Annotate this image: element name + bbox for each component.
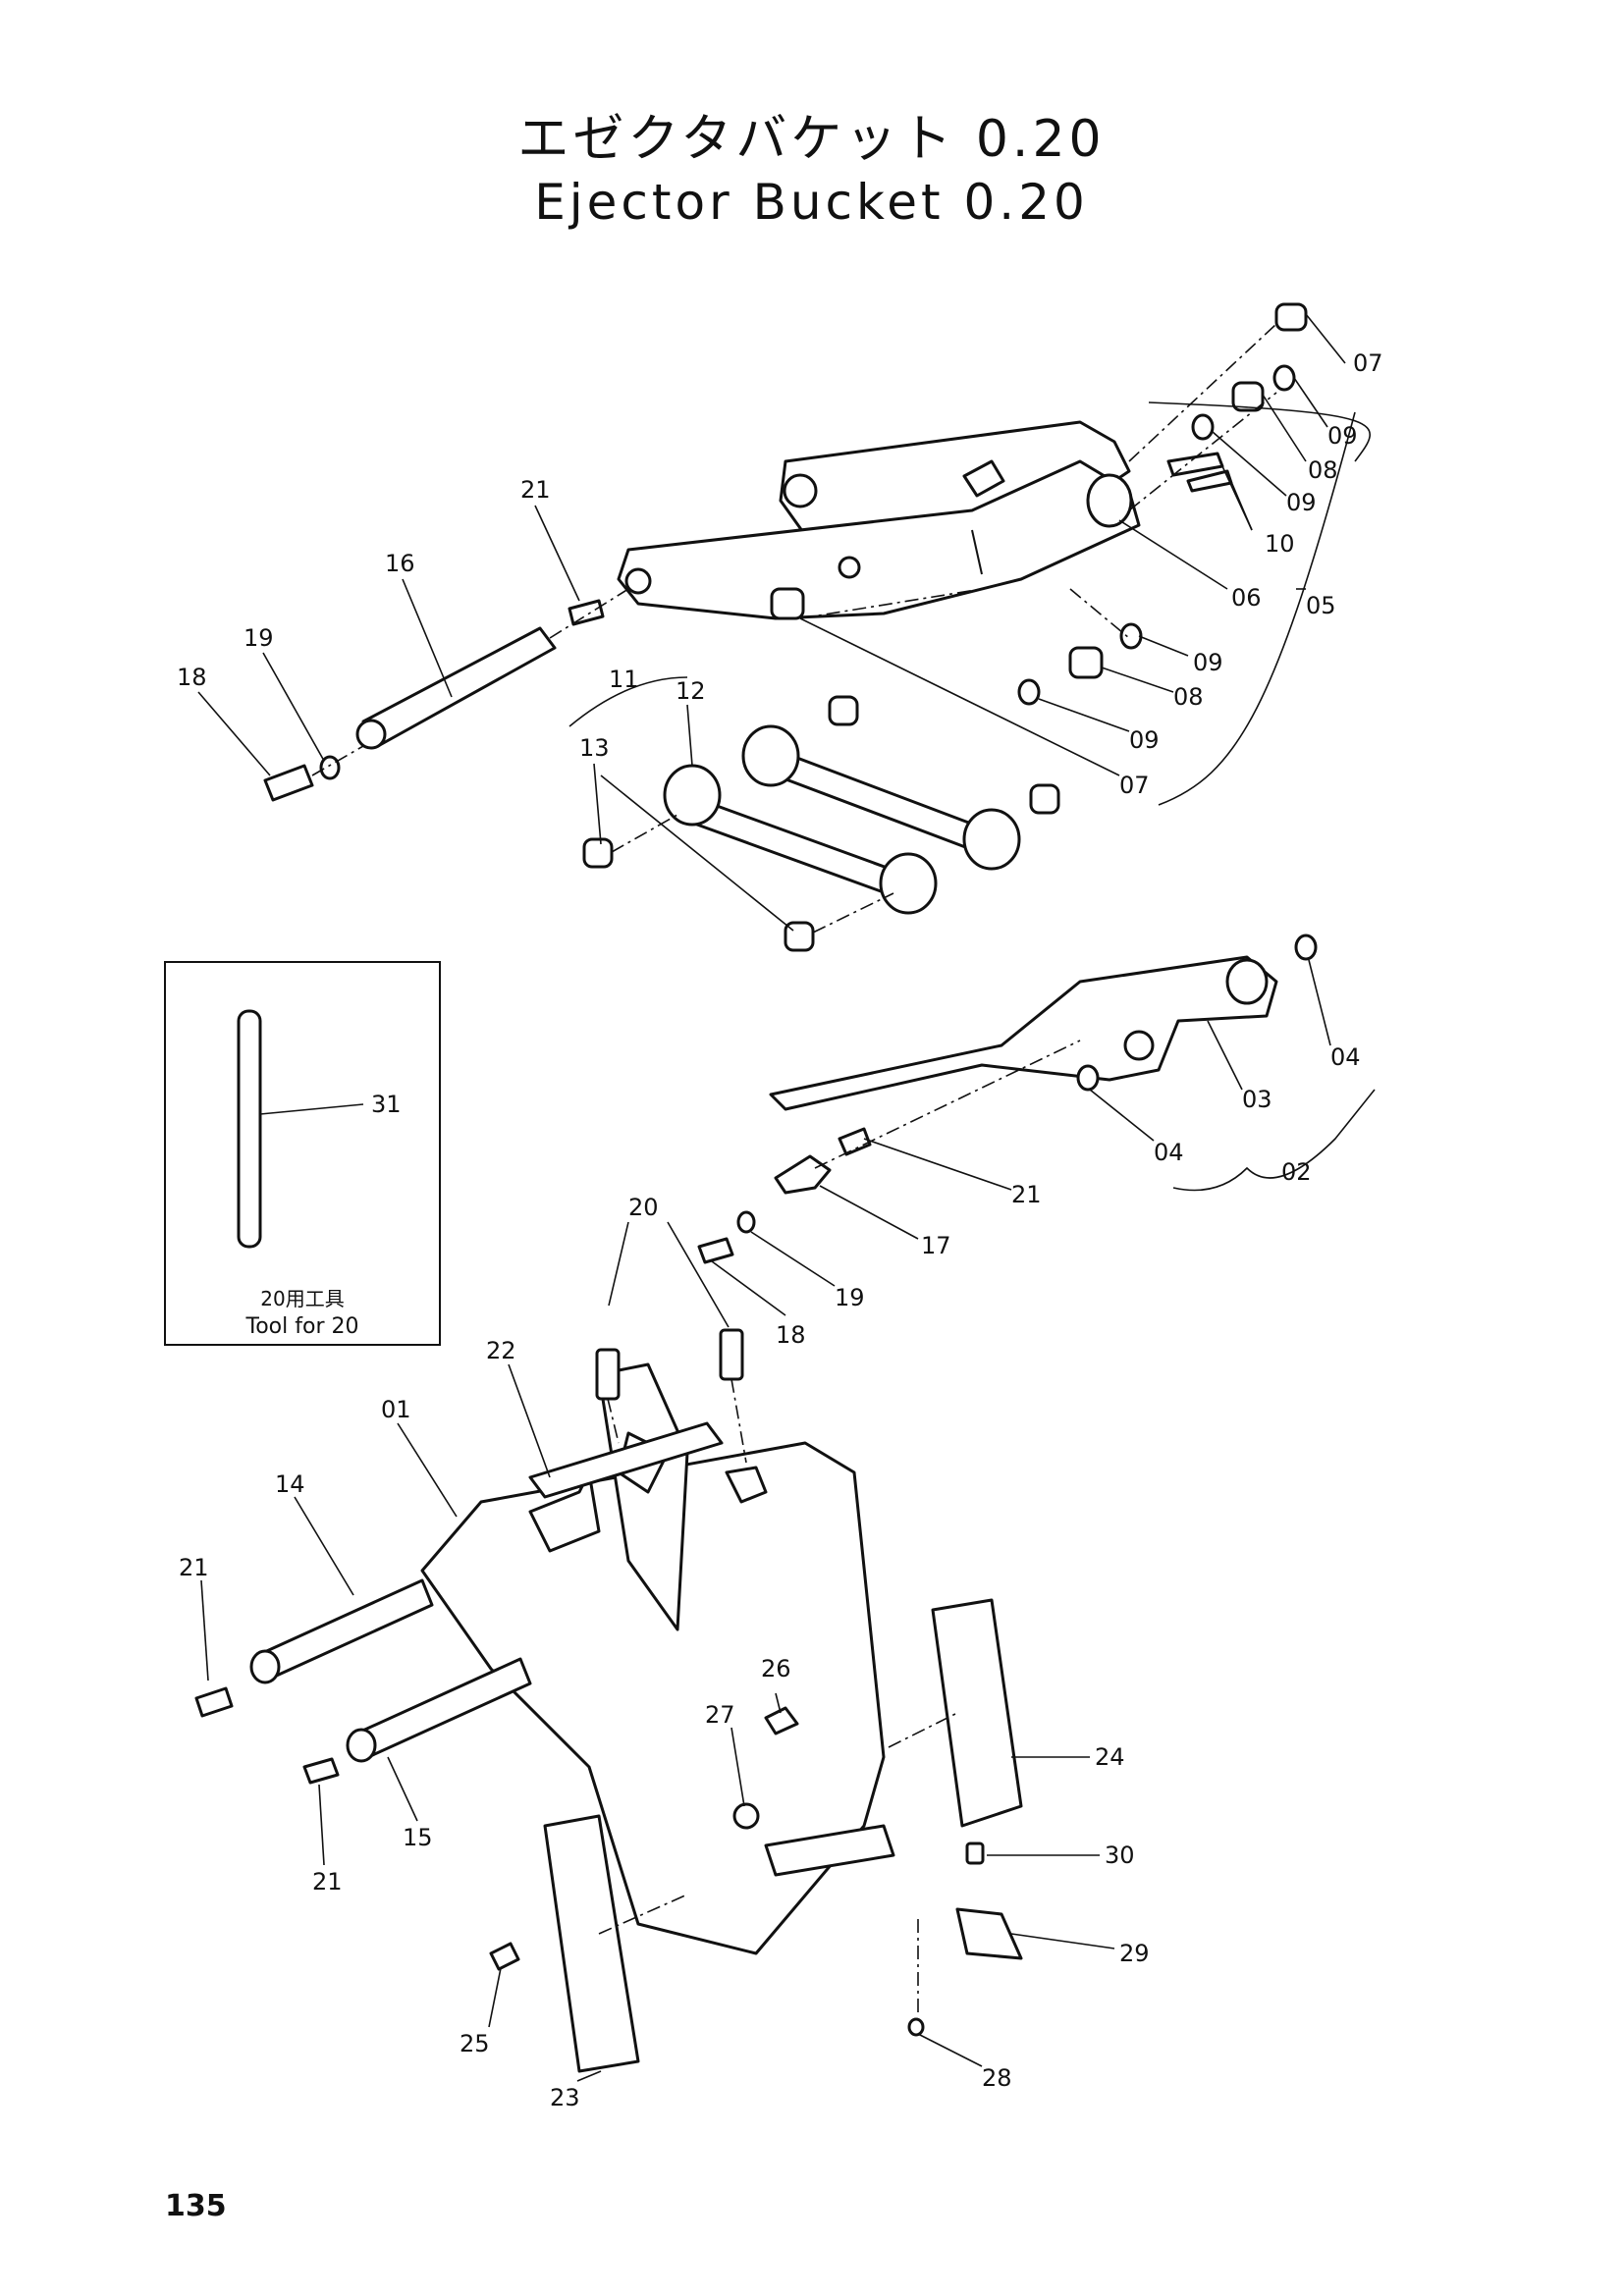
callout-04-right: 04 xyxy=(1330,1043,1361,1071)
callout-22: 22 xyxy=(486,1337,516,1364)
callout-03: 03 xyxy=(1242,1086,1272,1113)
callout-18-mid: 18 xyxy=(776,1321,806,1349)
pin-16 xyxy=(263,588,629,802)
ejector-arm-assembly xyxy=(617,302,1308,706)
callout-07-lower: 07 xyxy=(1119,772,1150,799)
callout-06: 06 xyxy=(1231,584,1262,612)
callout-31: 31 xyxy=(371,1091,402,1118)
callout-09-top: 09 xyxy=(1327,422,1358,450)
callout-14: 14 xyxy=(275,1470,305,1498)
callout-04-left: 04 xyxy=(1154,1139,1184,1166)
callout-27: 27 xyxy=(705,1701,735,1729)
callout-29: 29 xyxy=(1119,1940,1150,1967)
callout-30: 30 xyxy=(1105,1842,1135,1869)
callout-24: 24 xyxy=(1095,1743,1125,1771)
callout-labels: 07 09 08 09 10 06 05 21 16 19 18 11 12 1… xyxy=(177,313,1383,2111)
callout-12: 12 xyxy=(676,677,706,705)
callout-17: 17 xyxy=(921,1232,951,1259)
callout-19-mid: 19 xyxy=(835,1284,865,1311)
callout-28: 28 xyxy=(982,2064,1012,2092)
callout-01: 01 xyxy=(381,1396,411,1423)
callout-15: 15 xyxy=(403,1824,433,1851)
title-english: Ejector Bucket 0.20 xyxy=(534,174,1089,231)
callout-09-lower: 09 xyxy=(1193,649,1223,676)
callout-26: 26 xyxy=(761,1655,791,1682)
callout-02: 02 xyxy=(1281,1158,1312,1186)
callout-19-top: 19 xyxy=(243,624,274,652)
title-japanese: エゼクタバケット 0.20 xyxy=(517,110,1106,169)
callout-08-top: 08 xyxy=(1308,456,1338,484)
callout-21-left-lower: 21 xyxy=(312,1868,343,1896)
callout-09-mid: 09 xyxy=(1286,489,1317,516)
tool-caption-jp: 20用工具 xyxy=(260,1287,344,1310)
callout-23: 23 xyxy=(550,2084,580,2111)
tool-caption-en: Tool for 20 xyxy=(245,1314,359,1339)
callout-11: 11 xyxy=(609,666,639,693)
callout-09-bottom: 09 xyxy=(1129,726,1160,754)
bucket-body-01 xyxy=(194,1328,1023,2073)
callout-05: 05 xyxy=(1306,592,1336,619)
callout-07-top: 07 xyxy=(1353,349,1383,377)
callout-10: 10 xyxy=(1265,530,1295,558)
callout-08-lower: 08 xyxy=(1173,683,1204,711)
callout-20: 20 xyxy=(628,1194,659,1221)
callout-21-top: 21 xyxy=(520,476,551,504)
callout-25: 25 xyxy=(460,2030,490,2057)
callout-13: 13 xyxy=(579,734,610,762)
callout-16: 16 xyxy=(385,550,415,577)
link-assembly-11 xyxy=(582,695,1060,952)
callout-18-top: 18 xyxy=(177,664,207,691)
bucket-arm-02 xyxy=(697,934,1318,1264)
callout-21-left-upper: 21 xyxy=(179,1554,209,1581)
tool-box: 20用工具 Tool for 20 xyxy=(164,961,441,1346)
callout-21-mid: 21 xyxy=(1011,1181,1042,1208)
title-block: エゼクタバケット 0.20 Ejector Bucket 0.20 xyxy=(0,108,1623,234)
page-number: 135 xyxy=(165,2189,227,2223)
